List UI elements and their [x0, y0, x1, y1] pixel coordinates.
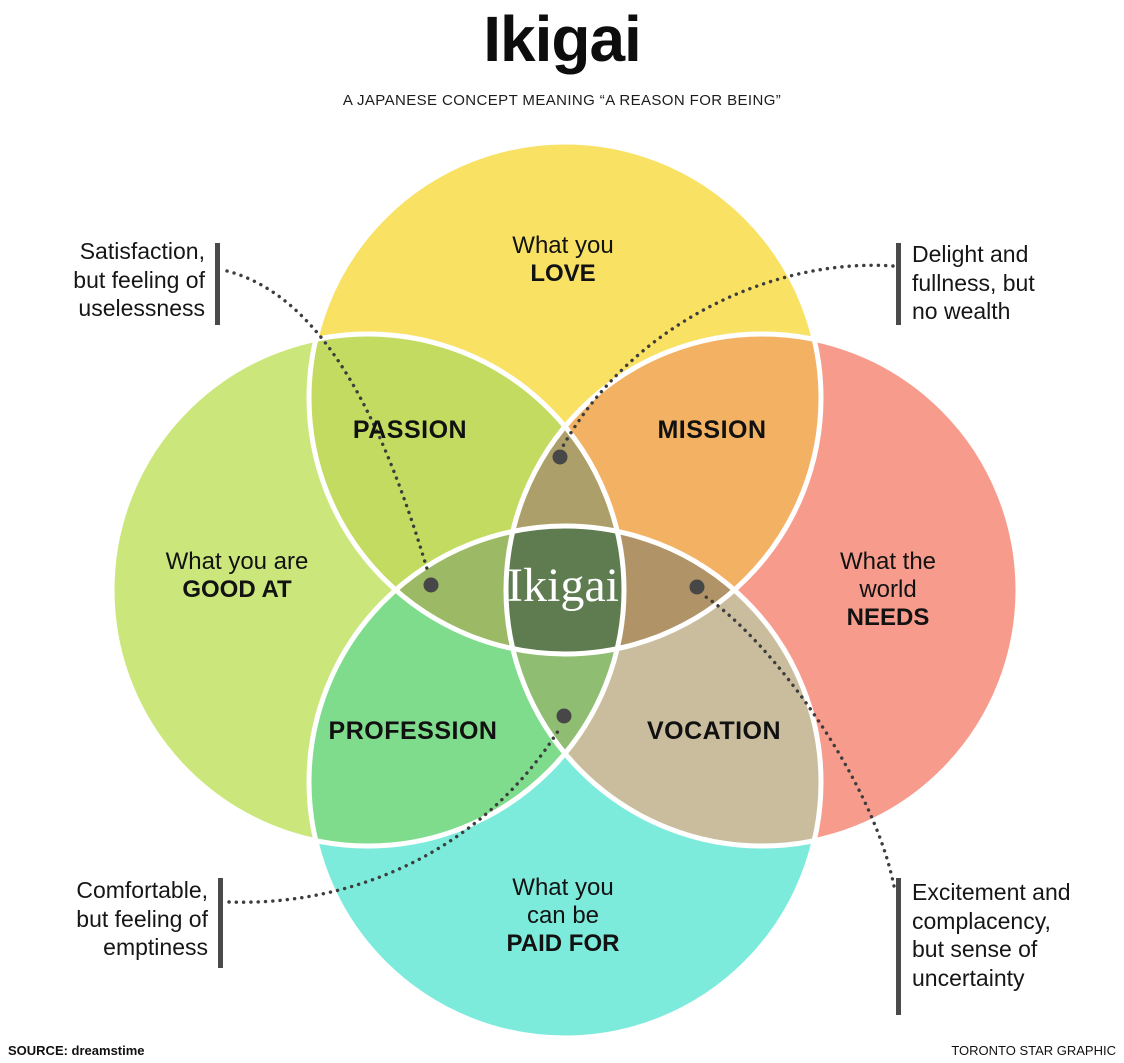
label-good-at-line2: GOOD AT: [182, 576, 292, 603]
footer-credit: TORONTO STAR GRAPHIC: [951, 1043, 1116, 1058]
label-vocation: VOCATION: [646, 717, 782, 745]
outline-good-at: [109, 331, 627, 849]
callout-top-right-line2: fullness, but: [912, 269, 1035, 296]
label-needs-line2: world: [859, 576, 917, 603]
callout-bottom-right: Excitement and complacency, but sense of…: [912, 878, 1071, 992]
callout-top-left: Satisfaction, but feeling of uselessness: [73, 237, 205, 323]
callout-rule-top-right: [896, 243, 901, 325]
label-love-line1: What you: [512, 232, 614, 259]
footer-source: SOURCE: dreamstime: [8, 1043, 145, 1058]
label-love-line2: LOVE: [530, 260, 596, 287]
callout-bottom-left-line3: emptiness: [103, 934, 208, 960]
callout-top-right: Delight and fullness, but no wealth: [912, 240, 1035, 326]
label-profession: PROFESSION: [328, 717, 498, 745]
callout-bottom-left-line2: but feeling of: [76, 905, 208, 932]
label-good-at-line1: What you are: [165, 548, 309, 575]
label-paid-for: What you can be PAID FOR: [507, 874, 620, 958]
leader-dots: [423, 449, 705, 724]
callout-bottom-right-line1: Excitement and: [912, 879, 1071, 905]
callout-bottom-left-line1: Comfortable,: [76, 877, 208, 903]
leader-line-bottom-left: [227, 726, 562, 904]
callout-top-left-line3: uselessness: [78, 295, 205, 321]
label-ikigai-center: Ikigai: [507, 559, 619, 612]
leader-dot-top: [552, 449, 568, 465]
callout-bottom-right-line3: but sense of: [912, 936, 1038, 962]
circle-outlines: [109, 139, 1021, 1041]
label-passion: PASSION: [352, 416, 468, 444]
label-paid-for-line2: can be: [526, 902, 600, 929]
callout-top-left-line1: Satisfaction,: [79, 238, 205, 264]
label-paid-for-line3: PAID FOR: [506, 930, 620, 957]
leader-line-bottom-right: [704, 595, 896, 888]
callout-top-right-line3: no wealth: [912, 298, 1011, 324]
label-needs-line3: NEEDS: [846, 604, 930, 631]
label-good-at: What you are GOOD AT: [166, 548, 309, 604]
leader-dot-bottom: [556, 708, 572, 724]
leader-dot-left: [423, 577, 439, 593]
callout-top-left-line2: but feeling of: [73, 266, 205, 293]
label-love: What you LOVE: [512, 232, 613, 288]
leader-line-top-left: [225, 269, 430, 574]
callout-rule-bottom-left: [218, 878, 223, 968]
page-subtitle: A JAPANESE CONCEPT MEANING “A REASON FOR…: [342, 92, 782, 109]
callout-bottom-right-line4: uncertainty: [912, 964, 1025, 991]
outline-needs: [503, 331, 1021, 849]
page-title: Ikigai: [483, 3, 642, 75]
label-mission: MISSION: [657, 416, 767, 444]
callout-bottom-right-line2: complacency,: [912, 907, 1051, 934]
callout-bottom-left: Comfortable, but feeling of emptiness: [76, 876, 208, 962]
leader-line-top-right: [561, 263, 895, 448]
callout-rule-top-left: [215, 243, 220, 325]
label-needs: What the world NEEDS: [840, 548, 936, 632]
label-needs-line1: What the: [839, 548, 937, 575]
leader-lines: [225, 263, 896, 904]
label-paid-for-line1: What you: [512, 874, 614, 901]
outline-love: [306, 139, 824, 657]
callout-rule-bottom-right: [896, 878, 901, 1015]
callout-top-right-line1: Delight and: [912, 241, 1029, 267]
leader-dot-right: [689, 579, 705, 595]
outline-paid-for: [306, 523, 824, 1041]
